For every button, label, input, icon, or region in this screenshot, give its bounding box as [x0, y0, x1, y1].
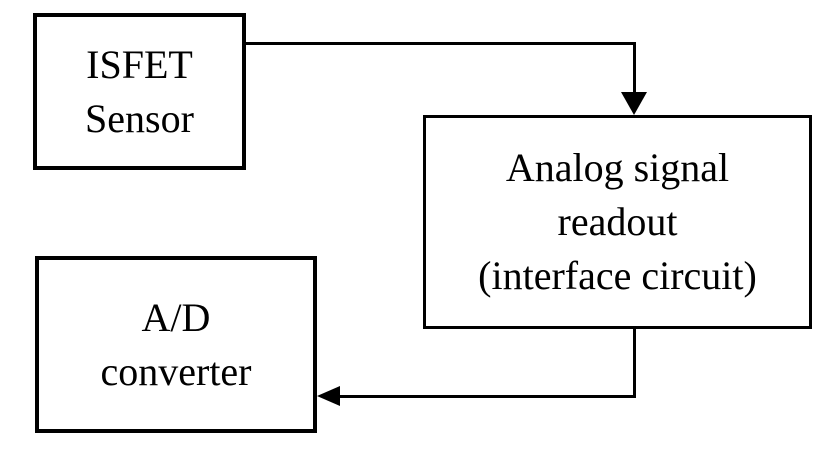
connector-analog-to-adc-vertical-segment — [633, 329, 636, 398]
isfet-sensor-label-line2: Sensor — [85, 95, 194, 141]
connector-isfet-to-analog-horizontal-segment — [246, 42, 636, 45]
connector-isfet-to-analog-vertical-segment — [633, 42, 636, 94]
isfet-sensor-label-line1: ISFET — [86, 41, 193, 87]
analog-readout-label-line3: (interface circuit) — [478, 253, 757, 298]
connector-analog-to-adc-horizontal-segment — [338, 395, 636, 398]
arrowhead-left-icon — [317, 386, 340, 406]
analog-readout-label-line1: Analog signal — [505, 145, 730, 190]
arrowhead-down-icon — [621, 92, 647, 115]
ad-converter-label-line2: converter — [100, 348, 252, 394]
analog-signal-readout-box: Analog signal readout (interface circuit… — [423, 115, 812, 329]
ad-converter-box: A/D converter — [35, 256, 317, 433]
analog-readout-label-line2: readout — [557, 199, 678, 244]
isfet-sensor-box: ISFET Sensor — [33, 13, 246, 170]
ad-converter-label-line1: A/D — [141, 294, 211, 340]
